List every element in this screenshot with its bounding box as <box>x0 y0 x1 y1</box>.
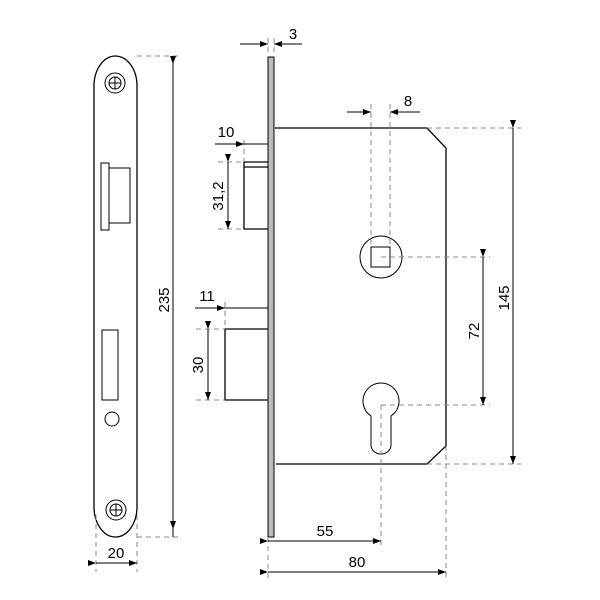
dimension-3: 3 <box>240 26 302 57</box>
dimension-55: 55 <box>260 405 382 578</box>
dim-label-20: 20 <box>108 545 125 562</box>
latch-slot <box>100 162 110 231</box>
screw-icon <box>104 72 126 94</box>
latch <box>243 161 268 230</box>
dimension-31-2: 31,2 <box>210 154 244 230</box>
dim-label-145: 145 <box>496 285 513 310</box>
dim-label-72: 72 <box>466 323 483 340</box>
dim-label-10: 10 <box>218 124 235 141</box>
dimension-80: 80 <box>260 446 447 578</box>
dim-label-3: 3 <box>289 26 297 43</box>
screw-icon <box>105 499 127 521</box>
dim-label-235: 235 <box>156 287 173 312</box>
keyhole-cylinder <box>362 382 400 455</box>
faceplate-front-view <box>93 55 138 538</box>
deadbolt <box>224 328 268 401</box>
dim-label-31-2: 31,2 <box>210 181 227 210</box>
faceplate-side <box>267 56 275 538</box>
dimension-30: 30 <box>190 321 225 401</box>
dim-label-30: 30 <box>190 357 207 374</box>
latch-front <box>108 167 131 224</box>
dimension-8: 8 <box>347 93 420 247</box>
dim-label-8: 8 <box>404 93 412 110</box>
dimension-72: 72 <box>381 249 490 406</box>
dim-label-55: 55 <box>317 523 334 540</box>
dimension-145: 145 <box>427 120 521 465</box>
hole <box>104 411 120 427</box>
bolt-slot <box>101 329 119 401</box>
lock-body <box>275 127 447 465</box>
dim-label-11: 11 <box>199 288 215 305</box>
dimension-10: 10 <box>215 124 268 162</box>
dimension-20: 20 <box>88 515 138 572</box>
dimension-235: 235 <box>137 55 180 538</box>
dimension-11: 11 <box>195 288 268 329</box>
dim-label-80: 80 <box>349 554 366 571</box>
